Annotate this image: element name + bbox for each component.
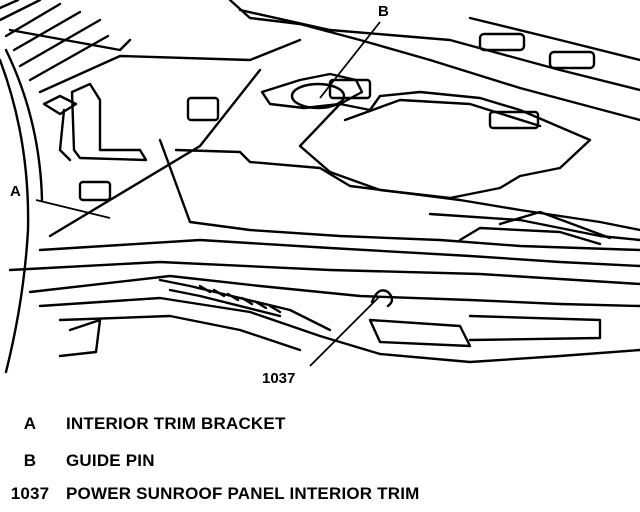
lower-rail-2	[58, 314, 302, 352]
panel-tab-1	[328, 78, 372, 100]
side-box-2	[468, 314, 602, 342]
right-rail-2	[498, 210, 612, 240]
guide-pin	[290, 82, 346, 110]
trim-edge-upper	[174, 148, 640, 232]
side-box	[368, 318, 472, 348]
right-rail	[428, 212, 640, 242]
legend-description: POWER SUNROOF PANEL INTERIOR TRIM	[66, 484, 420, 503]
guide-hook	[370, 289, 394, 308]
callout-1037-label: 1037	[262, 370, 296, 387]
hatched-frame	[0, 0, 302, 94]
trim-hatch	[198, 284, 282, 314]
callout-a-label: A	[10, 183, 21, 200]
guide-pin-bracket	[260, 72, 364, 110]
lower-rail-top	[28, 274, 640, 308]
trim-edge-lower	[158, 138, 640, 252]
bracket-outline	[70, 82, 148, 162]
lower-box-left	[58, 318, 102, 358]
roof-top-edge	[228, 0, 640, 122]
guide-pin-tab	[186, 96, 220, 122]
trim-diagonal	[48, 68, 262, 238]
sunroof-panel-inner	[343, 98, 542, 128]
legend-description: GUIDE PIN	[66, 451, 155, 470]
legend-key: 1037	[10, 484, 50, 503]
lower-trim-piece	[458, 226, 602, 246]
legend-description: INTERIOR TRIM BRACKET	[66, 414, 286, 433]
bracket-tab	[78, 180, 112, 202]
legend-key: B	[23, 451, 37, 470]
body-edge-inner	[4, 48, 44, 202]
legend-key: A	[23, 414, 37, 433]
bracket-clip	[42, 94, 78, 116]
trim-strip	[158, 278, 332, 332]
mid-rail	[38, 238, 640, 268]
roof-slot-1	[478, 32, 526, 52]
trim-strip-2	[168, 288, 282, 318]
body-edge-curve	[0, 58, 30, 374]
bracket-inner	[58, 108, 72, 162]
lower-rail-bottom	[38, 296, 640, 364]
legend-row: A INTERIOR TRIM BRACKET	[0, 414, 640, 440]
leader-b	[319, 21, 381, 99]
panel-tab-2	[488, 110, 540, 130]
roof-slot-2	[548, 50, 596, 70]
leader-a	[35, 199, 111, 219]
legend-row: 1037 POWER SUNROOF PANEL INTERIOR TRIM	[0, 484, 640, 510]
callout-b-label: B	[378, 3, 389, 20]
sunroof-trim-diagram	[0, 0, 640, 374]
mid-rail-2	[8, 260, 640, 286]
leader-1037	[309, 295, 381, 367]
roof-rail-2	[468, 16, 640, 62]
roof-rail	[238, 8, 640, 92]
legend-row: B GUIDE PIN	[0, 451, 640, 477]
